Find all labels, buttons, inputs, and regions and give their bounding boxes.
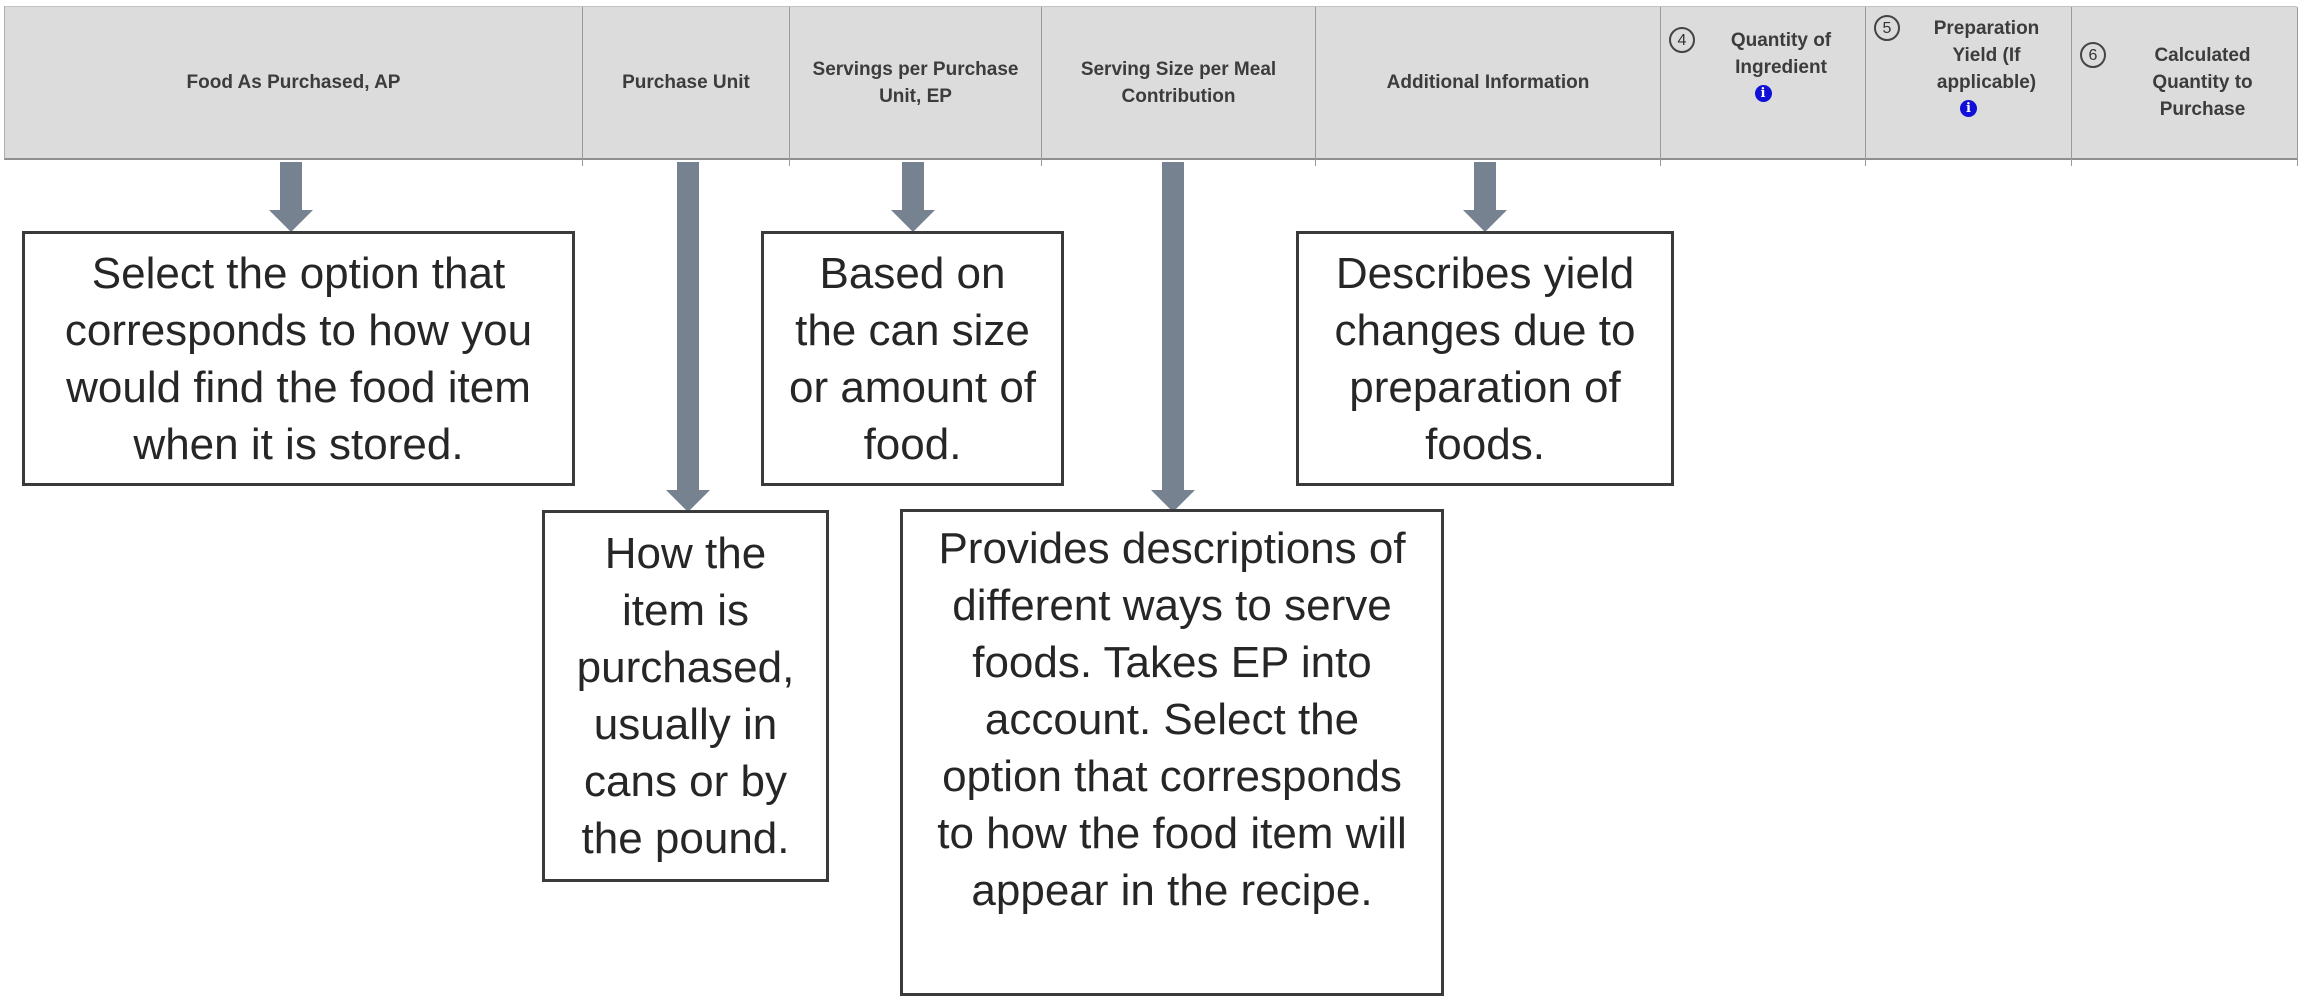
step-number-badge: 4 [1669,27,1695,53]
callout-food-as-purchased: Select the option that corresponds to ho… [22,231,575,486]
column-header-label: Purchase Unit [622,72,750,93]
column-header-label: Preparation Yield (If applicable) [1933,18,2040,93]
arrow-servings-per-unit [891,162,935,232]
step-number-badge: 5 [1874,15,1900,41]
callout-text: How the item is purchased, usually in ca… [576,529,795,863]
column-header-label: Quantity of Ingredient [1730,30,1832,78]
arrow-food-as-purchased [269,162,313,232]
info-icon[interactable]: i [1960,100,1977,117]
column-header-quantity-of-ingredient: 4 Quantity of Ingredient i [1661,7,1866,166]
column-header-label: Additional Information [1386,72,1590,93]
callout-text: Provides descriptions of different ways … [937,524,1407,915]
arrow-serving-size [1151,162,1195,512]
column-header-label: Calculated Quantity to Purchase [2152,45,2253,120]
header-table: Food As Purchased, AP Purchase Unit Serv… [4,6,2298,166]
column-header-servings-per-unit: Servings per Purchase Unit, EP [790,7,1042,166]
column-header-serving-size: Serving Size per Meal Contribution [1042,7,1316,166]
step-number-badge: 6 [2080,42,2106,68]
column-header-preparation-yield: 5 Preparation Yield (If applicable) i [1866,7,2072,166]
column-header-calculated-quantity: 6 Calculated Quantity to Purchase [2072,7,2298,166]
column-header-additional-info: Additional Information [1316,7,1661,166]
callout-servings-per-unit: Based on the can size or amount of food. [761,231,1064,486]
column-header-label: Servings per Purchase Unit, EP [812,58,1019,107]
arrow-purchase-unit [666,162,710,512]
column-header-food-as-purchased: Food As Purchased, AP [5,7,583,166]
callout-purchase-unit: How the item is purchased, usually in ca… [542,510,829,882]
column-header-label: Serving Size per Meal Contribution [1080,58,1277,107]
callout-additional-info: Describes yield changes due to preparati… [1296,231,1674,486]
callout-text: Describes yield changes due to preparati… [1334,248,1636,469]
column-header-purchase-unit: Purchase Unit [583,7,790,166]
info-icon[interactable]: i [1754,85,1772,102]
callout-text: Based on the can size or amount of food. [788,248,1037,469]
callout-text: Select the option that corresponds to ho… [64,248,533,469]
callout-serving-size: Provides descriptions of different ways … [900,509,1444,996]
arrow-additional-info [1463,162,1507,232]
column-header-label: Food As Purchased, AP [186,72,401,93]
